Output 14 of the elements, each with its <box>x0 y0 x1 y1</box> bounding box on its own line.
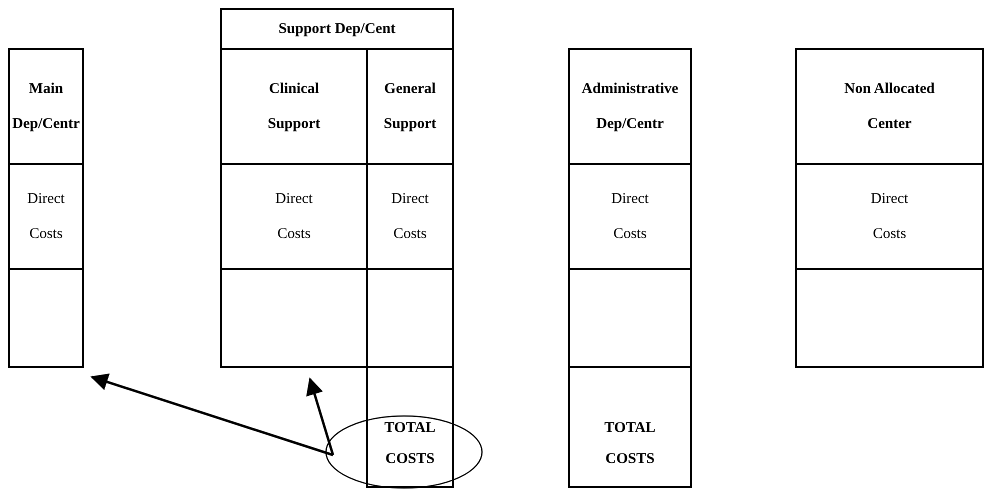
cost-cell: Direct Costs <box>568 163 692 270</box>
cost-cell: Direct Costs <box>8 163 84 270</box>
arrow <box>306 377 334 456</box>
empty-cell <box>795 268 984 368</box>
column-header: Non Allocated Center <box>795 48 984 165</box>
total-cell: TOTAL COSTS <box>366 366 454 488</box>
highlight-ellipse <box>325 415 483 489</box>
total-cell: TOTAL COSTS <box>568 366 692 488</box>
column-header: Main Dep/Centr <box>8 48 84 165</box>
empty-cell <box>568 268 692 368</box>
arrow <box>90 374 334 456</box>
group-header: Support Dep/Cent <box>220 8 454 50</box>
column-header: Administrative Dep/Centr <box>568 48 692 165</box>
cost-cell: Direct Costs <box>795 163 984 270</box>
